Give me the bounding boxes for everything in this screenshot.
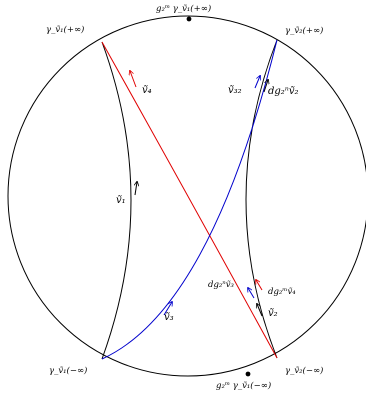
vector-dg2n-v2-arrow <box>263 80 268 93</box>
label-v2: ṽ₂ <box>268 308 278 319</box>
label-upper-left: γ_ṽ₁(+∞) <box>46 24 84 35</box>
label-dg2n-v3: dg₂ⁿṽ₃ <box>208 280 235 290</box>
label-v3: ṽ₃ <box>164 312 174 323</box>
geodesic-blue <box>101 39 278 360</box>
vector-v1-arrow <box>135 182 137 196</box>
label-v4: ṽ₄ <box>142 85 152 96</box>
vector-dg2n-v3-arrow <box>248 288 255 299</box>
vector-v3-arrow <box>163 302 172 316</box>
geodesic-red <box>101 41 278 359</box>
vector-dg2m-v4-arrow <box>256 280 263 291</box>
top-boundary-point <box>186 16 192 22</box>
bottom-boundary-point <box>245 371 251 377</box>
vector-v4-arrow <box>130 71 137 88</box>
geodesic-v2 <box>245 39 278 359</box>
label-dg2n-v2: dg₂ⁿṽ₂ <box>268 86 299 97</box>
label-dg2m-v4: dg₂ᵐṽ₄ <box>268 287 296 297</box>
label-bottom-point: g₂ᵐ γ_ṽ₁(−∞) <box>216 380 271 391</box>
label-lower-right: γ_ṽ₂(−∞) <box>285 365 323 376</box>
vector-v32-arrow <box>254 76 260 89</box>
label-v32: ṽ₃₂ <box>228 85 242 96</box>
boundary-circle <box>7 15 366 377</box>
label-lower-left: γ_ṽ₁(−∞) <box>49 365 87 376</box>
geodesic-v1 <box>101 41 132 360</box>
label-v1: ṽ₁ <box>116 195 126 206</box>
label-top-point: g₂ᵐ γ_ṽ₁(+∞) <box>156 3 211 14</box>
label-upper-right: γ_ṽ₂(+∞) <box>285 25 323 36</box>
vector-v2-arrow <box>257 304 263 317</box>
